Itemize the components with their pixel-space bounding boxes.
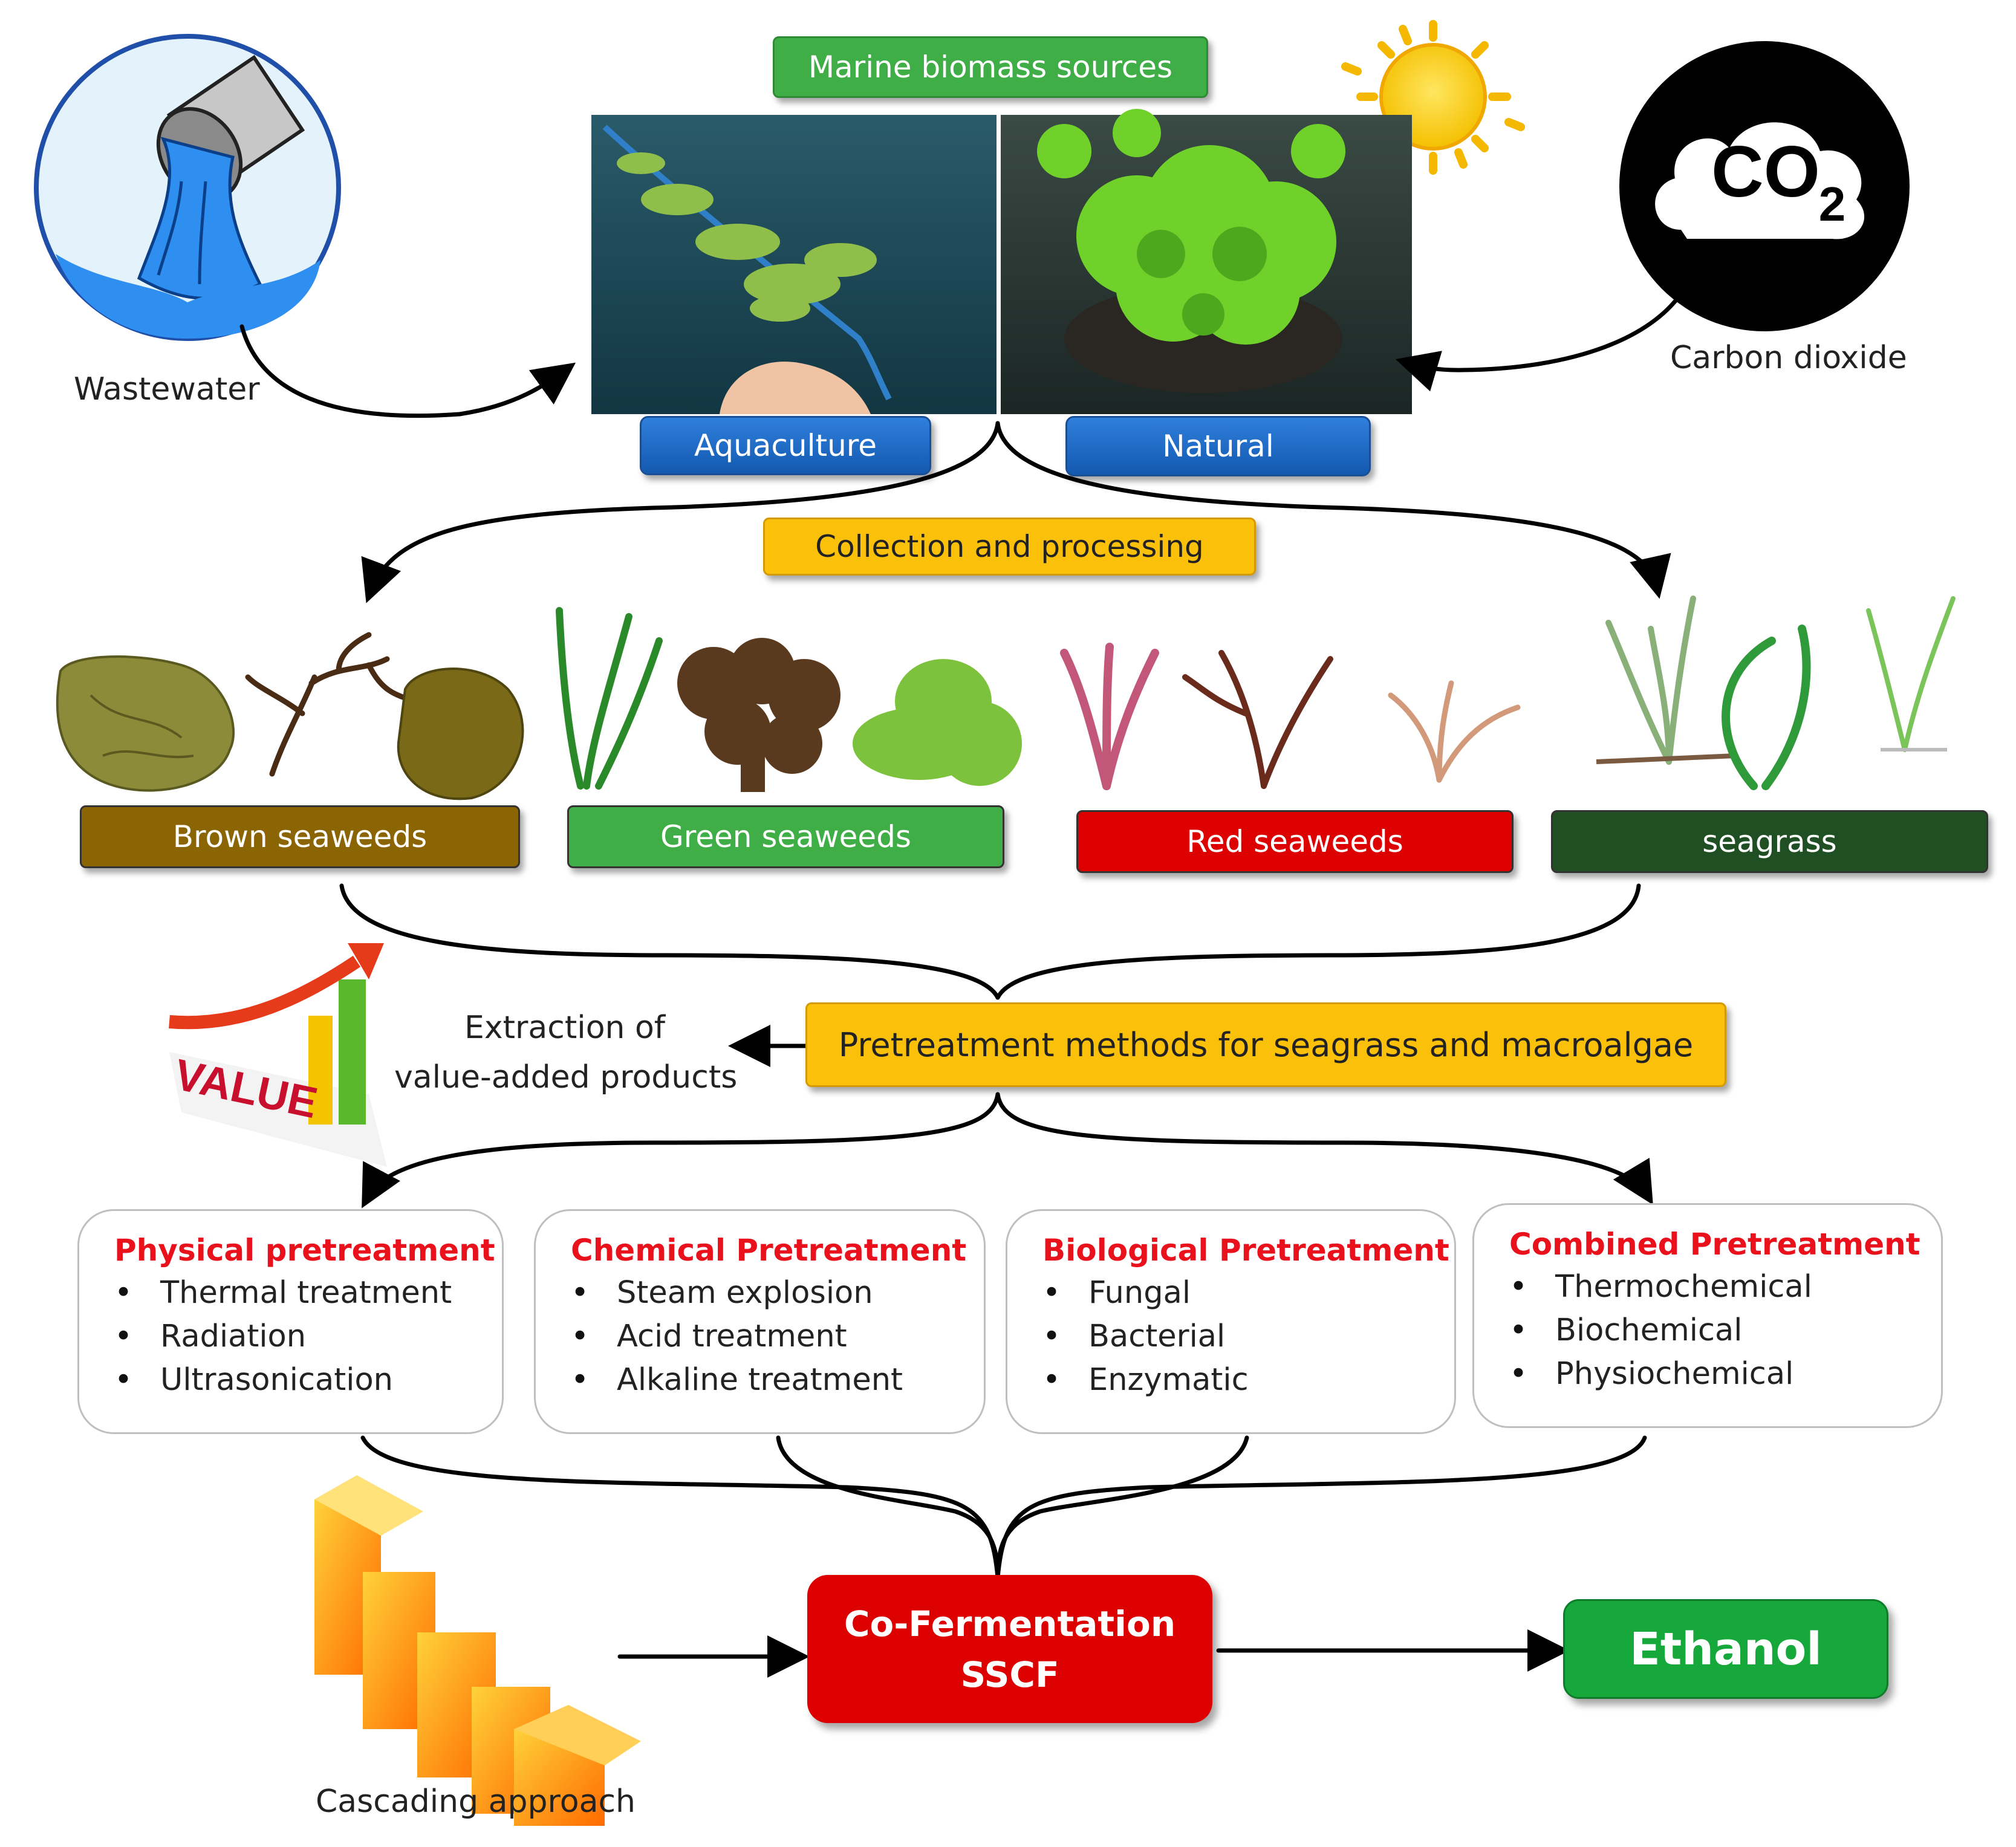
green-seaweed-images	[556, 607, 1022, 792]
method-item: Acid treatment	[571, 1315, 966, 1358]
method-item: Radiation	[114, 1315, 484, 1358]
co2-text: CO	[1711, 131, 1820, 212]
wastewater-icon	[34, 34, 341, 341]
co2-arrow	[1395, 282, 1689, 392]
seagrass-label: seagrass	[1551, 810, 1988, 873]
method-item: Enzymatic	[1042, 1358, 1436, 1402]
value-icon	[169, 943, 387, 1167]
wastewater-caption: Wastewater	[74, 371, 260, 407]
chemical-pretreatment-title: Chemical Pretreatment	[571, 1233, 967, 1268]
biological-pretreatment-card: Biological Pretreatment Fungal Bacterial…	[1006, 1209, 1456, 1434]
cascading-approach-caption: Cascading approach	[316, 1784, 636, 1820]
method-item: Steam explosion	[571, 1271, 966, 1315]
combined-pretreatment-card: Combined Pretreatment Thermochemical Bio…	[1472, 1203, 1943, 1428]
red-seaweeds-label: Red seaweeds	[1076, 810, 1514, 873]
method-item: Physiochemical	[1509, 1352, 1923, 1396]
co2-subscript: 2	[1819, 177, 1846, 231]
ethanol-box: Ethanol	[1563, 1599, 1888, 1699]
marine-biomass-label: Marine biomass sources	[773, 36, 1208, 98]
aquaculture-label: Aquaculture	[640, 416, 931, 475]
brown-seaweeds-label: Brown seaweeds	[80, 805, 520, 868]
co-fermentation-box: Co-Fermentation SSCF	[807, 1575, 1212, 1723]
method-item: Thermochemical	[1509, 1265, 1923, 1309]
sun-icon	[1341, 20, 1525, 175]
natural-label: Natural	[1065, 416, 1371, 476]
method-item: Biochemical	[1509, 1309, 1923, 1352]
pretreatment-methods-label: Pretreatment methods for seagrass and ma…	[805, 1002, 1726, 1087]
combined-pretreatment-title: Combined Pretreatment	[1509, 1227, 1920, 1262]
green-seaweeds-label: Green seaweeds	[567, 805, 1004, 868]
natural-photo	[1001, 109, 1412, 414]
method-item: Ultrasonication	[114, 1358, 484, 1402]
red-seaweed-images	[1060, 643, 1521, 790]
method-item: Thermal treatment	[114, 1271, 484, 1315]
value-added-caption-line1: Extraction of	[464, 1010, 666, 1046]
seagrass-images	[1596, 596, 1956, 790]
biological-pretreatment-title: Biological Pretreatment	[1042, 1233, 1449, 1268]
sscf-label: SSCF	[960, 1654, 1059, 1695]
to-seagrass-arrow	[995, 421, 1671, 599]
aquaculture-photo	[591, 115, 997, 414]
brown-seaweed-images	[56, 632, 524, 800]
to-brown-arrow	[361, 421, 1000, 603]
brown-join	[339, 883, 1000, 1000]
carbon-dioxide-caption: Carbon dioxide	[1670, 340, 1907, 376]
method-item: Bacterial	[1042, 1315, 1436, 1358]
physical-pretreatment-card: Physical pretreatment Thermal treatment …	[77, 1209, 504, 1434]
co2-icon	[1619, 41, 1910, 331]
value-added-caption-line2: value-added products	[394, 1059, 738, 1096]
cascading-icon	[314, 1475, 641, 1826]
physical-pretreatment-title: Physical pretreatment	[114, 1233, 495, 1268]
connectors	[239, 282, 1689, 1678]
method-item: Alkaline treatment	[571, 1358, 966, 1402]
method-item: Fungal	[1042, 1271, 1436, 1315]
wastewater-arrow	[239, 324, 576, 418]
co-fermentation-title: Co-Fermentation	[844, 1603, 1176, 1644]
collection-processing-label: Collection and processing	[763, 518, 1256, 576]
chemical-pretreatment-card: Chemical Pretreatment Steam explosion Ac…	[534, 1209, 986, 1434]
